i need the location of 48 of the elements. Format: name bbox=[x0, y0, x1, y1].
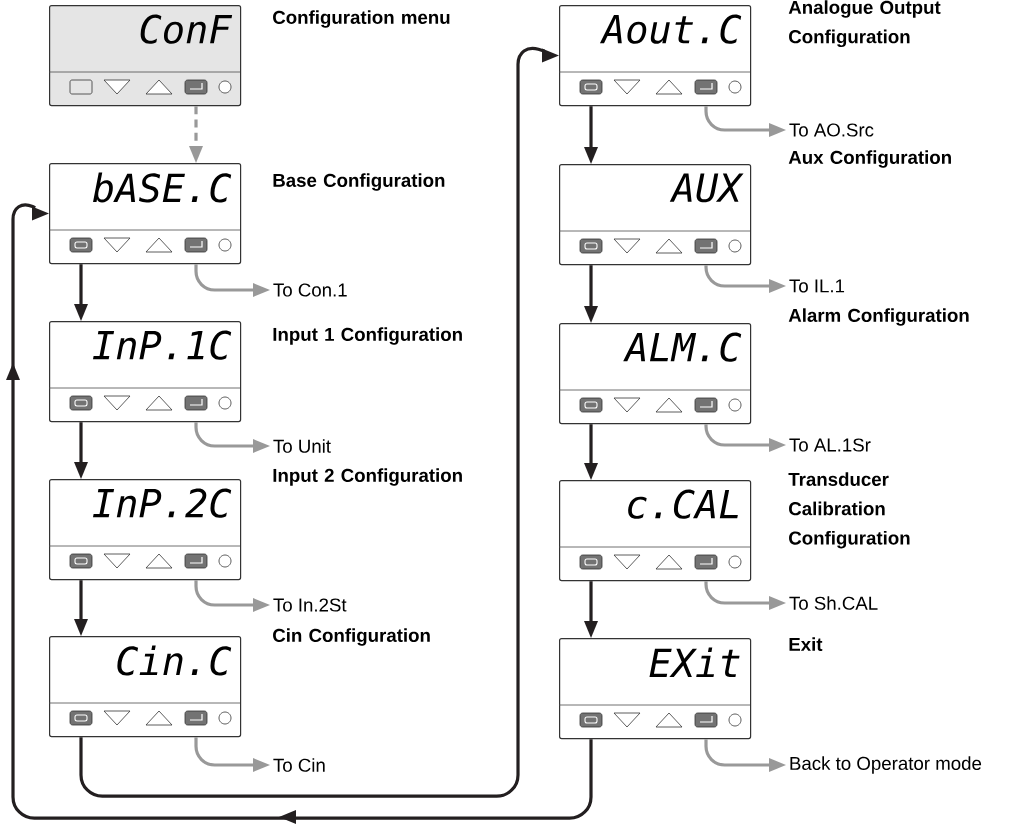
arrow bbox=[704, 424, 786, 452]
heading-text: Base Configuration bbox=[273, 173, 445, 191]
target-text: To Con.1 bbox=[273, 283, 347, 297]
arrow bbox=[194, 737, 270, 772]
target-text: To AL.1Sr bbox=[789, 438, 871, 452]
display-box: Aout.C bbox=[559, 5, 752, 107]
display-box: bASE.C bbox=[49, 163, 242, 265]
heading-text: Cin Configuration bbox=[273, 628, 430, 646]
arrow bbox=[194, 580, 270, 612]
arrow bbox=[189, 106, 203, 163]
target-text: To Cin bbox=[273, 758, 325, 772]
target-text: To In.2St bbox=[273, 598, 347, 612]
display-box: ConF bbox=[49, 5, 242, 107]
display-box: AUX bbox=[559, 164, 752, 266]
arrow bbox=[79, 46, 559, 798]
arrow bbox=[194, 264, 270, 297]
display-box: Cin.C bbox=[49, 636, 242, 738]
target-text: To Sh.CAL bbox=[789, 596, 878, 610]
arrow bbox=[584, 424, 598, 480]
heading-text: Input 2 Configuration bbox=[273, 468, 462, 486]
target-text: To Unit bbox=[273, 439, 331, 453]
arrow bbox=[584, 265, 598, 323]
display-box: c.CAL bbox=[559, 480, 752, 582]
heading-text: Input 1 Configuration bbox=[273, 327, 462, 345]
display-box: InP.2C bbox=[49, 479, 242, 581]
display-box: EXit bbox=[559, 638, 752, 740]
arrow bbox=[584, 581, 598, 638]
target-text: To AO.Src bbox=[789, 123, 874, 137]
target-text: Back to Operator mode bbox=[790, 756, 982, 774]
arrow bbox=[704, 581, 786, 610]
arrow bbox=[194, 422, 270, 453]
target-text: To IL.1 bbox=[789, 279, 845, 293]
arrow bbox=[584, 106, 598, 164]
heading-text: Exit bbox=[789, 637, 823, 651]
display-box: InP.1C bbox=[49, 321, 242, 423]
heading-text: Configuration menu bbox=[273, 10, 450, 28]
display-box: ALM.C bbox=[559, 323, 752, 425]
heading-text: Analogue Output Configuration bbox=[788, 0, 941, 48]
arrow bbox=[6, 203, 593, 824]
arrow bbox=[74, 580, 88, 636]
arrow bbox=[74, 422, 88, 479]
heading-text: Alarm Configuration bbox=[788, 308, 969, 326]
heading-text: Aux Configuration bbox=[788, 150, 951, 168]
arrow bbox=[704, 106, 786, 137]
heading-text: Transducer Calibration Configuration bbox=[788, 472, 910, 549]
arrow bbox=[74, 264, 88, 321]
arrow bbox=[704, 739, 786, 772]
arrow bbox=[704, 265, 786, 293]
